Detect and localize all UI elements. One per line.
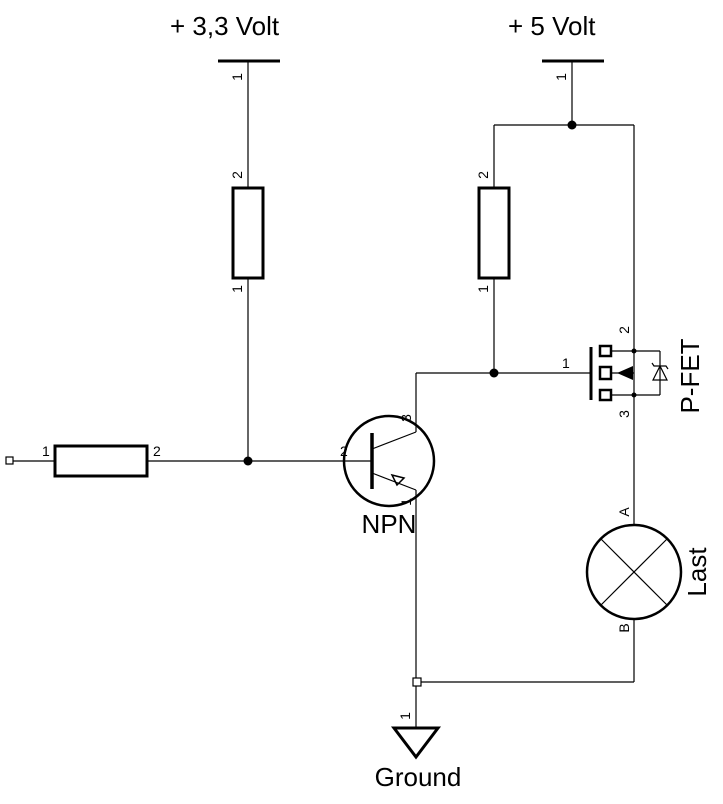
resistor-base-pin1: 1	[42, 443, 50, 459]
resistor-base: 1 2	[42, 443, 161, 478]
junction-5v	[567, 120, 577, 130]
resistor-pullup-5v-pin2: 2	[475, 171, 491, 179]
pfet-pin-gate: 1	[562, 355, 570, 371]
input-terminal[interactable]	[5, 456, 14, 465]
lamp-label: Last	[682, 547, 712, 597]
lamp-pin-b: B	[616, 623, 632, 632]
npn-transistor: 2 3 1 NPN	[340, 414, 436, 539]
ground-symbol: 1 Ground	[375, 712, 462, 792]
lamp-load: A B Last	[585, 507, 712, 633]
supply-5v-symbol: 1	[542, 59, 604, 125]
supply-3v3-label: + 3,3 Volt	[170, 11, 280, 41]
resistor-pullup-5v-pin1: 1	[475, 285, 491, 293]
resistor-pullup-3v3-pin2: 2	[229, 171, 245, 179]
ground-label: Ground	[375, 762, 462, 792]
pfet-pin-drain: 2	[616, 326, 632, 334]
resistor-pullup-5v: 2 1	[475, 125, 511, 373]
junction-gate	[489, 368, 499, 378]
pfet-label: P-FET	[675, 338, 705, 413]
npn-label: NPN	[362, 509, 417, 539]
resistor-pullup-3v3: 2 1	[229, 171, 265, 461]
supply-5v-pin: 1	[553, 73, 569, 81]
pfet: 2 3 1 P-FET	[562, 125, 705, 418]
lamp-pin-a: A	[616, 507, 632, 517]
pfet-pin-source: 3	[616, 410, 632, 418]
resistor-base-pin2: 2	[153, 443, 161, 459]
supply-3v3-pin: 1	[229, 73, 245, 81]
resistor-pullup-3v3-pin1: 1	[229, 285, 245, 293]
npn-pin-base: 2	[340, 443, 348, 459]
ground-pin: 1	[397, 712, 413, 720]
npn-pin-collector: 3	[398, 414, 414, 422]
ground-junction-terminal	[412, 677, 422, 687]
npn-pin-emitter: 1	[398, 498, 414, 506]
junction-base	[243, 456, 253, 466]
supply-3v3-symbol: 1	[218, 59, 280, 188]
supply-5v-label: + 5 Volt	[508, 11, 596, 41]
